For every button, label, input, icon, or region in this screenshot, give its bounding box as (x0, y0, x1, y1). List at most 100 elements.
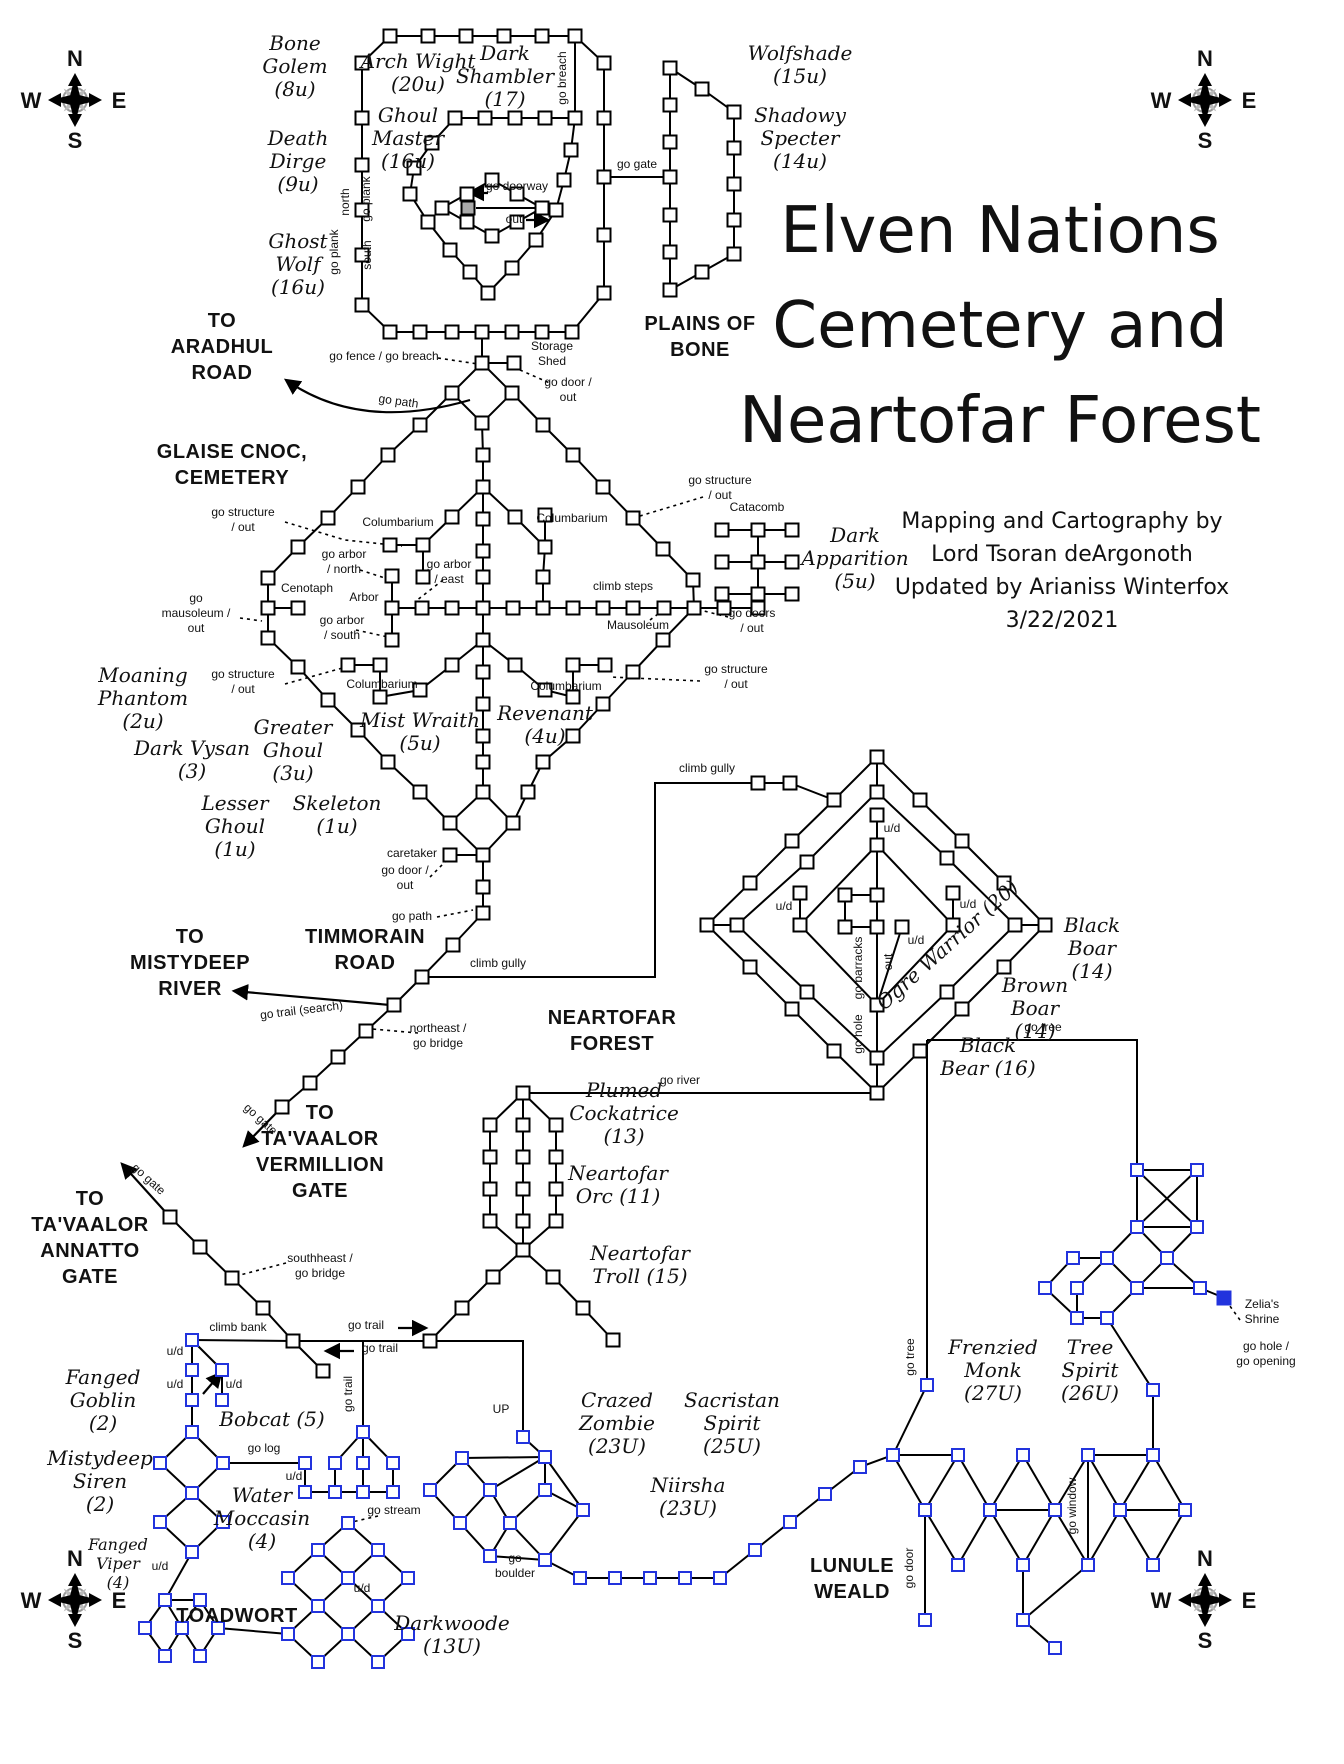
map-room (459, 214, 475, 230)
compass-pointer (68, 1573, 82, 1586)
map-room (384, 600, 400, 616)
map-room (215, 1393, 229, 1407)
map-label: Columbarium (536, 511, 607, 525)
map-path (522, 1249, 614, 1341)
map-room (193, 1649, 207, 1663)
map-room (742, 959, 758, 975)
map-room (474, 415, 490, 431)
map-room (434, 200, 450, 216)
map-room (442, 242, 458, 258)
map-label: go structure/ out (688, 473, 752, 502)
map-room (158, 1593, 172, 1607)
map-room (1146, 1383, 1160, 1397)
map-room (686, 600, 702, 616)
map-room (662, 282, 678, 298)
compass-letter: E (112, 1588, 127, 1613)
map-path (1022, 1454, 1056, 1511)
compass-pointer (48, 93, 61, 107)
map-path (892, 1384, 928, 1456)
map-label: go doorway (486, 179, 548, 193)
map-room (185, 1333, 199, 1347)
map-label: u/d (167, 1344, 184, 1358)
map-room (507, 110, 523, 126)
map-room (341, 1571, 355, 1585)
map-room (714, 586, 730, 602)
map-path (1087, 1454, 1121, 1511)
map-room (475, 696, 491, 712)
map-room (506, 355, 522, 371)
map-room (853, 1460, 867, 1474)
map-room (158, 1649, 172, 1663)
map-label: go structure/ out (211, 667, 275, 696)
map-rooms-layer (138, 28, 1232, 1669)
map-label: Revenant(4u) (496, 701, 594, 748)
map-room (564, 324, 580, 340)
map-label: Columbarium (362, 515, 433, 529)
map-room (475, 479, 491, 495)
map-room (1100, 1311, 1114, 1325)
map-room (356, 1456, 370, 1470)
map-dotted-path (239, 617, 263, 622)
map-dotted-path (415, 579, 444, 602)
map-room-interior (460, 200, 476, 216)
map-room (742, 875, 758, 891)
map-label: go barracks (851, 937, 865, 1000)
map-room (445, 937, 461, 953)
map-room (1160, 1251, 1174, 1265)
map-path (448, 791, 515, 857)
map-room (538, 1483, 552, 1497)
map-label: south (360, 240, 374, 269)
map-room (520, 784, 536, 800)
map-room (918, 1613, 932, 1627)
compass-pointer (1198, 114, 1212, 127)
map-label: go doors/ out (729, 606, 776, 635)
map-room (799, 854, 815, 870)
map-room (792, 885, 808, 901)
map-room (482, 1213, 498, 1229)
map-path (217, 1627, 289, 1635)
map-label: go structure/ out (211, 505, 275, 534)
map-label: go fence / go breach (329, 349, 438, 363)
map-label: u/d (960, 897, 977, 911)
map-room (537, 682, 553, 698)
map-path (876, 926, 903, 1006)
map-room (726, 212, 742, 228)
map-room (185, 1363, 199, 1377)
map-room (869, 784, 885, 800)
map-room (475, 879, 491, 895)
map-label: Mist Wraith(5u) (359, 708, 480, 755)
map-room (575, 1300, 591, 1316)
map-path (1087, 1509, 1121, 1566)
map-path (508, 1457, 546, 1561)
map-room (714, 554, 730, 570)
map-room (869, 807, 885, 823)
map-room (595, 696, 611, 712)
map-label: Arbor (349, 590, 378, 604)
map-room (563, 142, 579, 158)
map-room (784, 522, 800, 538)
map-room (412, 682, 428, 698)
map-room (474, 355, 490, 371)
map-dotted-path (649, 610, 663, 621)
compass-letter: S (1198, 1628, 1213, 1653)
map-room (595, 600, 611, 616)
map-label: go plank (327, 228, 341, 274)
map-room (504, 324, 520, 340)
map-room (482, 1117, 498, 1133)
map-room (371, 1599, 385, 1613)
compass-letter: W (1151, 1588, 1172, 1613)
map-room (422, 1333, 438, 1349)
map-path (422, 782, 758, 978)
map-path (428, 1457, 546, 1561)
map-room (298, 1456, 312, 1470)
map-room (475, 632, 491, 648)
map-room (485, 1269, 501, 1285)
